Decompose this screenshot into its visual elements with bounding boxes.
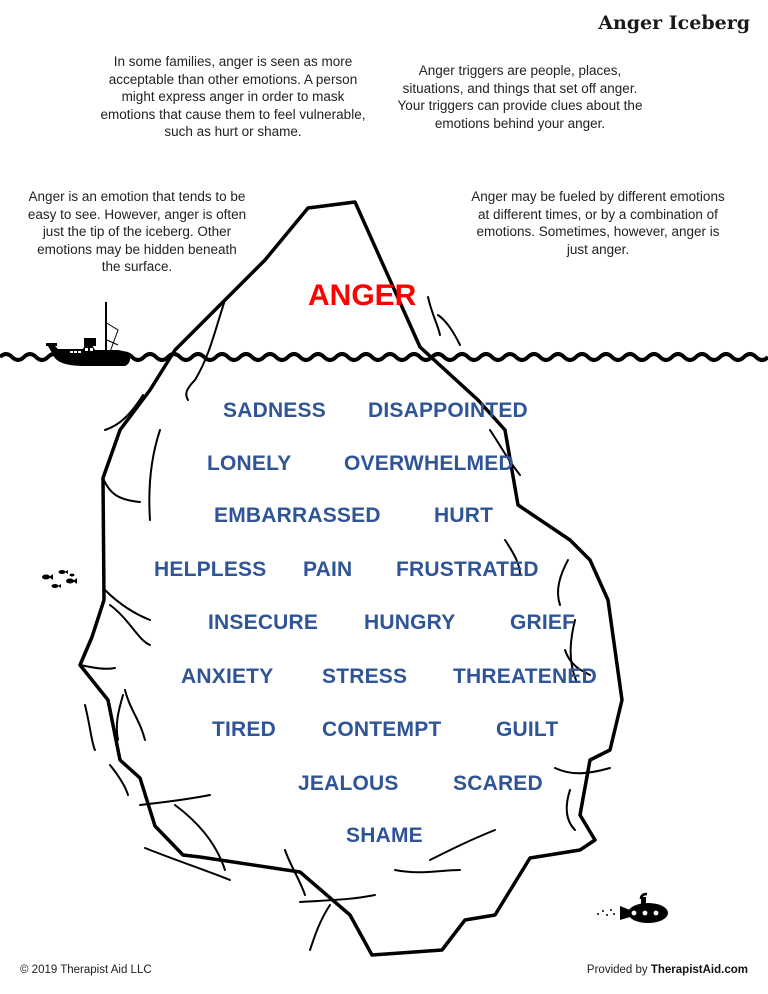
fish-school-icon — [42, 570, 77, 588]
provided-by-prefix: Provided by — [586, 964, 651, 976]
note-anger-triggers: Anger triggers are people, places, situa… — [397, 63, 643, 131]
submarine-icon — [597, 892, 668, 923]
emotion-word: GUILT — [496, 718, 559, 741]
note-tip-of-iceberg: Anger is an emotion that tends to be eas… — [27, 189, 247, 274]
note-family-anger: In some families, anger is seen as more … — [100, 54, 366, 139]
iceberg-cracks — [79, 296, 611, 951]
anger-label: ANGER — [308, 279, 417, 312]
emotion-word: TIRED — [212, 718, 276, 741]
emotion-word: GRIEF — [510, 611, 576, 634]
emotion-word: HURT — [434, 504, 494, 527]
emotion-word: LONELY — [207, 452, 292, 475]
provided-by: Provided by TherapistAid.com — [587, 964, 748, 976]
emotion-word: DISAPPOINTED — [368, 399, 528, 422]
emotion-word: PAIN — [303, 558, 353, 581]
iceberg-outline — [78, 200, 624, 957]
emotion-word: ANXIETY — [181, 665, 274, 688]
emotion-word: EMBARRASSED — [214, 504, 381, 527]
provided-by-brand: TherapistAid.com — [650, 964, 748, 976]
fishing-boat-icon — [46, 302, 131, 366]
emotion-word: SADNESS — [223, 399, 326, 422]
emotion-word: JEALOUS — [298, 772, 399, 795]
emotion-word: HUNGRY — [364, 611, 456, 634]
emotion-word: INSECURE — [208, 611, 319, 634]
note-fueled-by-emotions: Anger may be fueled by different emotion… — [471, 189, 725, 257]
emotion-word: SCARED — [453, 772, 543, 795]
emotion-word: OVERWHELMED — [344, 452, 514, 475]
emotion-word: STRESS — [322, 665, 408, 688]
emotion-word: THREATENED — [453, 665, 597, 688]
emotion-word: CONTEMPT — [322, 718, 442, 741]
emotion-word: SHAME — [346, 824, 423, 847]
copyright-notice: © 2019 Therapist Aid LLC — [20, 964, 152, 976]
emotion-word: FRUSTRATED — [396, 558, 539, 581]
emotion-word: HELPLESS — [154, 558, 267, 581]
page-title: Anger Iceberg — [598, 12, 750, 34]
